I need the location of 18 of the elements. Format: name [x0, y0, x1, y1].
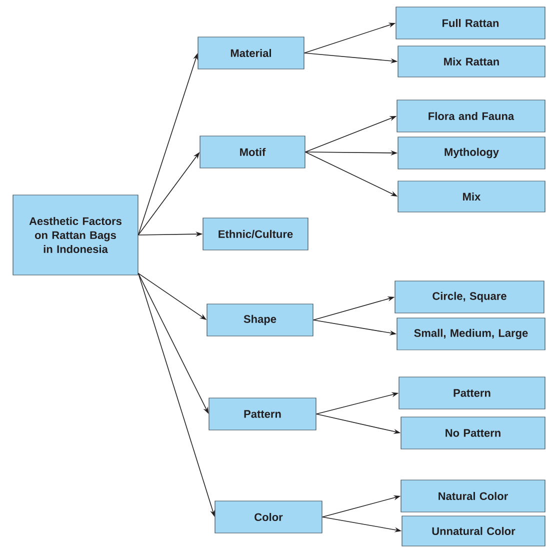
category-box: No Pattern [400, 416, 546, 450]
category-box: Circle, Square [394, 280, 544, 314]
category-box: Full Rattan [396, 6, 546, 40]
category-box: Flora and Fauna [396, 100, 546, 132]
category-box: Mythology [398, 136, 546, 170]
category-box: Pattern [208, 398, 316, 430]
category-box: Motif [200, 136, 306, 168]
category-box: Small, Medium, Large [396, 318, 546, 350]
category-box: Material [198, 36, 304, 70]
category-box: Mix Rattan [398, 46, 546, 78]
category-box: Color [214, 500, 322, 534]
category-box: Ethnic/Culture [202, 218, 308, 250]
category-box: Shape [206, 304, 314, 336]
root-box: Aesthetic Factors on Rattan Bags in Indonesia [12, 194, 138, 276]
category-box: Mix [398, 180, 546, 212]
category-box: Pattern [398, 376, 546, 410]
category-box: Natural Color [400, 480, 546, 512]
category-box: Unnatural Color [402, 516, 546, 546]
